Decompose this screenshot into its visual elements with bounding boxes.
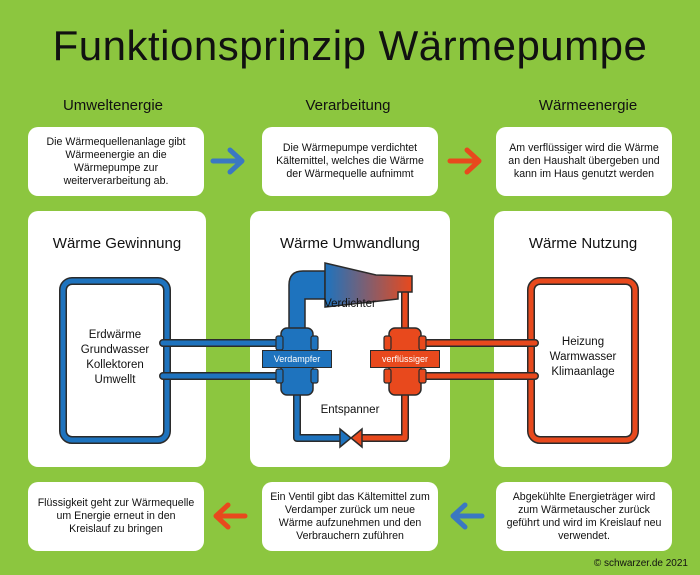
consumer-loop	[528, 278, 638, 443]
info-box-bottom-right: Abgekühlte Energieträger wird zum Wärmet…	[496, 482, 672, 551]
evaporator-label: Verdampfer	[262, 350, 332, 368]
compressor-label: Verdichter	[324, 298, 376, 310]
consumer-pipes-outline	[420, 339, 539, 380]
info-box-verarbeitung: Die Wärmepumpe verdichtet Kältemittel, w…	[262, 127, 438, 196]
column-heading-umweltenergie: Umweltenergie	[62, 97, 164, 114]
arrow-right-icon-red	[447, 147, 482, 175]
info-box-bottom-left: Flüssigkeit geht zur Wärmequelle um Ener…	[28, 482, 204, 551]
evaporator-outlet-pipe	[288, 270, 326, 331]
page-title: Funktionsprinzip Wärmepumpe	[52, 22, 648, 69]
source-loop	[60, 278, 170, 443]
panel-title-umwandlung: Wärme Umwandlung	[279, 235, 421, 252]
arrow-left-icon-red	[213, 502, 248, 530]
evaporator-return-pipe	[294, 390, 343, 441]
source-pipes	[160, 340, 278, 379]
source-pipes-outline	[159, 339, 279, 380]
expansion-valve-left	[339, 427, 353, 449]
panel-title-gewinnung: Wärme Gewinnung	[52, 235, 182, 252]
arrow-right-icon	[210, 147, 245, 175]
arrow-left-icon	[450, 502, 485, 530]
info-box-bottom-middle: Ein Ventil gibt das Kältemittel zum Verd…	[262, 482, 438, 551]
expansion-valve-label: Entspanner	[320, 404, 380, 416]
info-box-umweltenergie: Die Wärmequellenanlage gibt Wärmeenergie…	[28, 127, 204, 196]
condenser-outlet-pipe	[359, 390, 408, 441]
column-heading-verarbeitung: Verarbeitung	[305, 97, 391, 114]
copyright-note: © schwarzer.de 2021	[593, 558, 688, 569]
expansion-valve-right	[349, 427, 363, 449]
column-heading-waermeenergie: Wärmeenergie	[538, 97, 638, 114]
condenser-label: verflüssiger	[370, 350, 440, 368]
compressor	[324, 262, 413, 308]
consumer-label: Heizung Warmwasser Klimaanlage	[549, 336, 617, 378]
consumer-pipes	[421, 340, 538, 379]
source-label: Erdwärme Grundwasser Kollektoren Umwellt	[80, 329, 150, 386]
panel-title-nutzung: Wärme Nutzung	[528, 235, 638, 252]
info-box-waermeenergie: Am verflüssiger wird die Wärme an den Ha…	[496, 127, 672, 196]
